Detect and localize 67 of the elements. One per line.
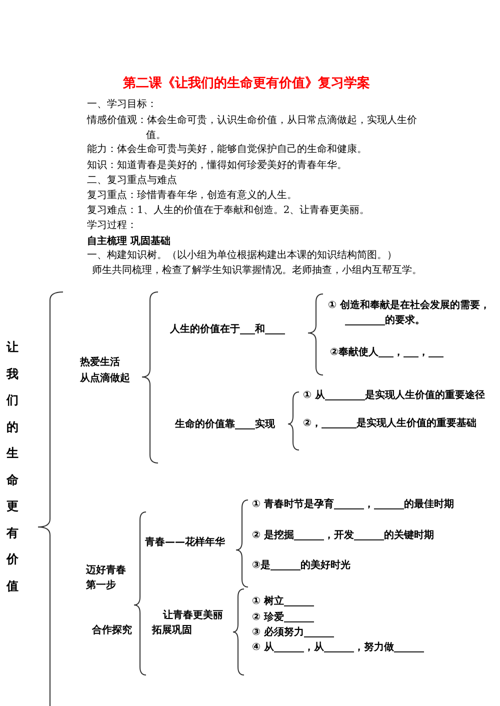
item-text: ③ 必须努力 xyxy=(252,626,304,638)
section-heading: 学习过程： xyxy=(87,218,137,233)
fill-in-line: ___ xyxy=(403,346,418,358)
item-text: ① 青春时节是孕育 xyxy=(252,498,334,510)
sub-branch-label: 生命的价值靠 xyxy=(175,418,235,430)
fill-in-line: ___ xyxy=(428,346,444,358)
fill-in-line: ______ xyxy=(354,530,384,540)
item-text: ② 珍爱 xyxy=(252,612,284,622)
fill-in-line: ______ xyxy=(304,626,334,638)
paragraph: 师生共同梳理，检查了解学生知识掌握情况。老师抽查，小组内互帮互学。 xyxy=(92,264,422,278)
paragraph: 一、构建知识树。（以小组为单位根据构建出本课的知识结构简图。） xyxy=(87,248,397,263)
fill-in-line: ________ xyxy=(345,314,385,326)
fill-in-line: ______ xyxy=(324,642,354,652)
fill-in-line: ______ xyxy=(294,530,324,540)
fill-in-line: ______ xyxy=(284,596,314,606)
title: 第二课《让我们的生命更有价值》复习学案 xyxy=(123,75,370,93)
item-text: ，努力做 xyxy=(354,642,394,652)
item-text: ② 是挖掘 xyxy=(252,530,294,540)
fill-in-line: ______ xyxy=(270,560,300,570)
item-text: 的美好时光 xyxy=(300,560,350,570)
item-text: ① 创造和奉献是在社会发展的需要， xyxy=(328,300,490,310)
branch-label: 从点滴做起 xyxy=(80,371,130,386)
item-text: ， xyxy=(393,346,404,358)
paragraph: 能力：体会生命可贵与美好，能够自觉保护自己的生命和健康。 xyxy=(87,143,367,158)
item-text: ① 树立 xyxy=(252,596,284,606)
item-text: ，从 xyxy=(304,642,324,652)
section-heading: 一、学习目标： xyxy=(87,98,157,112)
item-text: 的关键时期 xyxy=(384,530,434,540)
branch-label: 迈好青春第一步 xyxy=(86,563,127,592)
item-text: ②， xyxy=(303,418,322,428)
item-text: 是实现人生价值的重要途径 xyxy=(364,390,485,400)
fill-in-line: ____ xyxy=(235,418,255,430)
sub-branch-label: 人生的价值在于 xyxy=(170,324,240,334)
fill-in-line: ______ xyxy=(394,642,424,652)
item-text: ，开发 xyxy=(324,530,354,540)
fill-in-line: ______ xyxy=(284,612,314,622)
item-text: ， xyxy=(418,346,428,358)
fill-in-line: ___ xyxy=(240,324,255,334)
item-text: ③是 xyxy=(252,560,270,570)
item-text: ④ 从 xyxy=(252,642,274,652)
vertical-title: 让我们的生命更有价值 xyxy=(6,339,19,594)
sub-branch-label: 和 xyxy=(255,324,265,334)
paragraph: 复习重点：珍惜青春年华，创造有意义的人生。 xyxy=(87,188,297,203)
item-text: ， xyxy=(364,498,374,510)
paragraph: 知识：知道青春是美好的，懂得如何珍爱美好的青春年华。 xyxy=(87,158,347,173)
sub-branch-label: 青春——花样年华 xyxy=(145,536,225,550)
sub-branch-label: 让青春更美丽 xyxy=(163,608,223,622)
item-text: ②奉献使人 xyxy=(330,346,378,358)
fill-in-line: ___ xyxy=(378,346,394,358)
fill-in-line: ______ xyxy=(374,498,404,510)
branch-label: 热爱生活 xyxy=(80,356,120,370)
item-text: 的要求。 xyxy=(385,314,425,326)
branch-label: 合作探究 xyxy=(92,624,132,638)
item-text: 是实现人生价值的重要基础 xyxy=(356,418,476,428)
paragraph: 情感价值观：体会生命可贵，认识生命价值，从日常点滴做起，实现人生价值。 xyxy=(87,114,418,143)
fill-in-line: ______ xyxy=(274,642,304,652)
paragraph: 复习难点：1、人生的价值在于奉献和创造。2、让青春更美丽。 xyxy=(87,204,370,218)
sub-branch-label: 拓展巩固 xyxy=(152,624,192,638)
fill-in-line: _______ xyxy=(321,418,356,428)
item-text: 的最佳时期 xyxy=(404,498,454,510)
section-heading: 二、复习重点与难点 xyxy=(87,174,177,188)
sub-branch-label: 实现 xyxy=(255,418,275,430)
fill-in-line: ____ xyxy=(265,324,285,334)
fill-in-line: ________ xyxy=(324,390,365,400)
section-heading: 自主梳理 巩固基础 xyxy=(87,234,170,249)
fill-in-line: ______ xyxy=(334,498,364,510)
item-text: ① 从 xyxy=(303,390,325,400)
